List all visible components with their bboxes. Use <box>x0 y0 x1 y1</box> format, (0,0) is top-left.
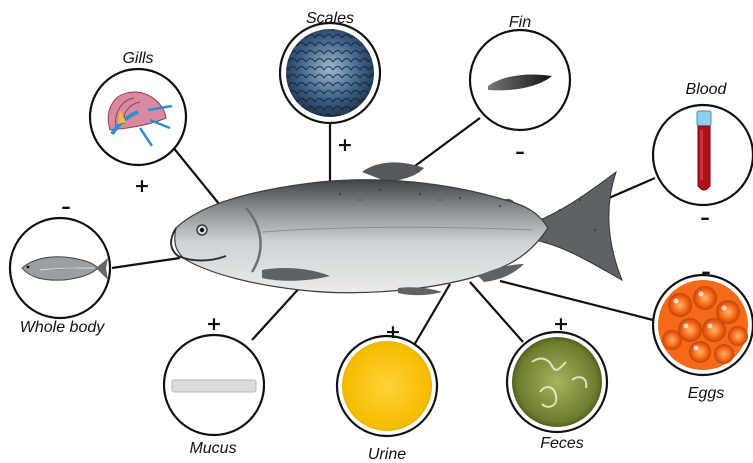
whole-body-label: Whole body <box>20 319 105 336</box>
urine-label: Urine <box>368 446 406 463</box>
whole-body-sign: – <box>61 196 71 218</box>
feces-photo <box>512 337 602 427</box>
gills-sample: Gills + <box>90 50 186 197</box>
mucus-sign: + <box>206 313 222 335</box>
eggs-photo <box>658 280 748 370</box>
urine-photo <box>342 341 432 431</box>
scales-sign: + <box>337 134 353 156</box>
blood-tube <box>697 111 711 190</box>
blood-label: Blood <box>686 81 728 98</box>
urine-sign: + <box>385 321 401 343</box>
eggs-sign: – <box>701 261 711 283</box>
mucus-swab <box>172 380 256 392</box>
feces-leader <box>470 282 523 342</box>
mucus-sample: Mucus + <box>164 313 264 457</box>
feces-sign: + <box>553 313 569 335</box>
fin-sign: – <box>515 141 525 163</box>
blood-sign: – <box>700 207 710 229</box>
eggs-leader <box>500 281 653 320</box>
fin-label: Fin <box>509 14 531 31</box>
mucus-label: Mucus <box>189 440 236 457</box>
salmon-photo <box>171 162 622 295</box>
whole-body-leader <box>112 258 180 268</box>
gills-sign: + <box>134 175 150 197</box>
fin-sample: Fin – <box>470 14 570 163</box>
scales-label: Scales <box>306 10 354 27</box>
mucus-leader <box>252 284 303 340</box>
fin-leader <box>415 118 480 166</box>
eggs-label: Eggs <box>688 385 724 402</box>
eggs-sample: Eggs – <box>653 261 753 402</box>
gills-label: Gills <box>122 50 153 67</box>
whole-body-sample: Whole body – <box>10 196 110 336</box>
feces-sample: Feces + <box>507 313 607 452</box>
urine-sample: Urine + <box>337 321 437 463</box>
feces-label: Feces <box>540 435 584 452</box>
blood-sample: Blood – <box>653 81 753 229</box>
